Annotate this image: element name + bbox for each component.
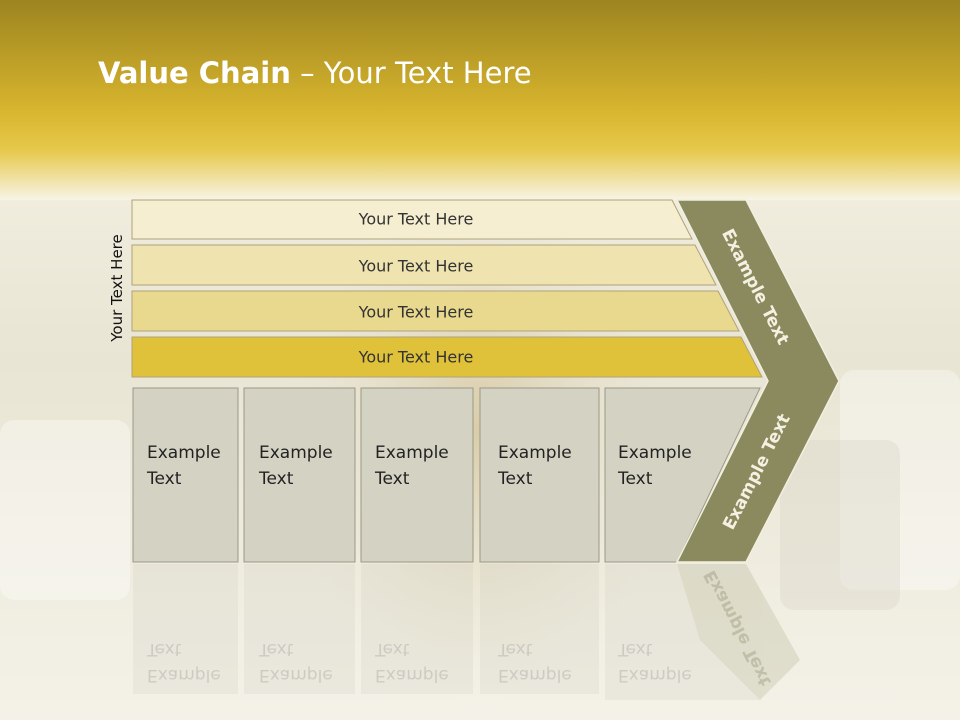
bar-4-label: Your Text Here bbox=[358, 347, 474, 367]
box-4 bbox=[479, 387, 600, 563]
reflection bbox=[133, 564, 800, 700]
bar-3 bbox=[131, 290, 740, 332]
bar-2 bbox=[131, 244, 717, 286]
box-2-line1: Example bbox=[259, 443, 333, 463]
title-rest: – Your Text Here bbox=[290, 56, 532, 90]
box-4-reflection-line1: Example bbox=[498, 665, 572, 685]
box-2-line2: Text bbox=[259, 469, 294, 489]
box-3-reflection: Example Text bbox=[375, 636, 475, 688]
bar-1 bbox=[131, 199, 693, 240]
box-5-reflection: Example Text bbox=[618, 636, 718, 688]
box-3-line1: Example bbox=[375, 443, 449, 463]
slide-title: Value Chain – Your Text Here bbox=[98, 56, 532, 90]
box-3-reflection-line1: Example bbox=[375, 665, 449, 685]
box-3-reflection-line2: Text bbox=[375, 639, 410, 659]
box-4-line1: Example bbox=[498, 443, 572, 463]
box-1-reflection-line2: Text bbox=[147, 639, 182, 659]
chevron-arrow bbox=[675, 199, 840, 563]
side-label: Your Text Here bbox=[108, 234, 126, 342]
box-5-line2: Text bbox=[618, 469, 653, 489]
box-5-line1: Example bbox=[618, 443, 692, 463]
box-2-reflection: Example Text bbox=[259, 636, 359, 688]
box-1-reflection: Example Text bbox=[147, 636, 247, 688]
box-2-reflection-line1: Example bbox=[259, 665, 333, 685]
bar-4 bbox=[131, 336, 763, 378]
bar-1-label: Your Text Here bbox=[358, 209, 474, 229]
box-1 bbox=[132, 387, 239, 563]
box-3 bbox=[360, 387, 474, 563]
box-1-line1: Example bbox=[147, 443, 221, 463]
box-4-line2: Text bbox=[498, 469, 533, 489]
box-1-line2: Text bbox=[147, 469, 182, 489]
box-5-reflection-line1: Example bbox=[618, 665, 692, 685]
box-2 bbox=[243, 387, 356, 563]
bar-3-label: Your Text Here bbox=[358, 302, 474, 322]
box-2-reflection-line2: Text bbox=[259, 639, 294, 659]
box-5-reflection-line2: Text bbox=[618, 639, 653, 659]
box-1-reflection-line1: Example bbox=[147, 665, 221, 685]
box-4-reflection: Example Text bbox=[498, 636, 598, 688]
box-4-reflection-line2: Text bbox=[498, 639, 533, 659]
title-bold: Value Chain bbox=[98, 56, 291, 90]
box-3-line2: Text bbox=[375, 469, 410, 489]
bar-2-label: Your Text Here bbox=[358, 256, 474, 276]
